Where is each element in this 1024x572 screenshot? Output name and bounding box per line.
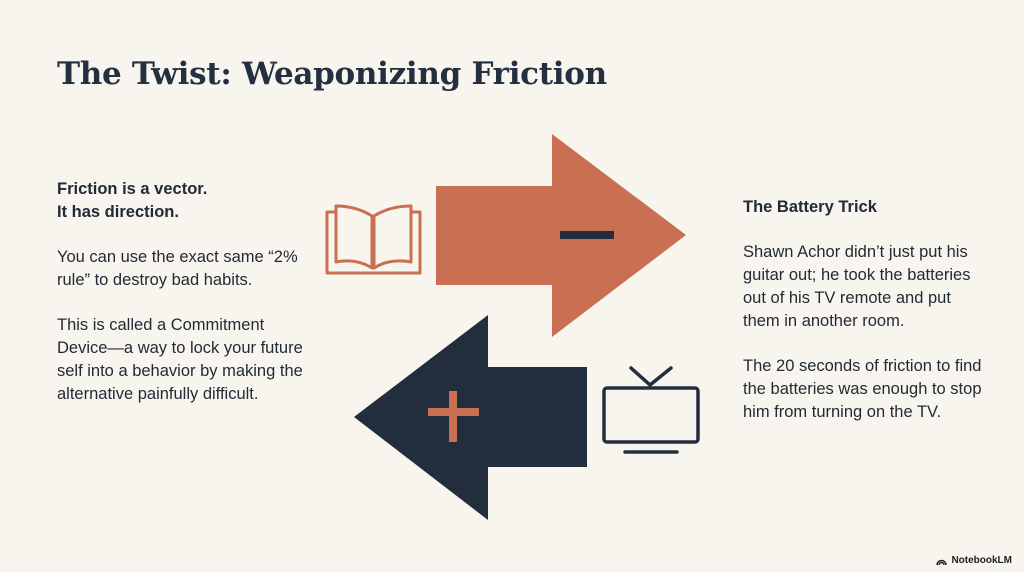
minus-sign — [560, 231, 614, 239]
right-text-column: The Battery Trick Shawn Achor didn’t jus… — [743, 196, 983, 446]
left-paragraph-1: You can use the exact same “2% rule” to … — [57, 248, 298, 289]
book-icon — [325, 204, 422, 275]
left-text-column: Friction is a vector. It has direction. Y… — [57, 178, 307, 428]
left-heading-line2: It has direction. — [57, 203, 179, 221]
plus-sign — [428, 391, 479, 442]
right-paragraph-2: The 20 seconds of friction to find the b… — [743, 357, 982, 421]
slide-title: The Twist: Weaponizing Friction — [57, 56, 607, 92]
brand-watermark: NotebookLM — [936, 555, 1012, 566]
left-paragraph-2: This is called a Commitment Device—a way… — [57, 316, 303, 403]
left-arrow-navy — [354, 315, 587, 520]
left-heading-line1: Friction is a vector. — [57, 180, 208, 198]
left-heading: Friction is a vector. It has direction. — [57, 178, 307, 224]
right-heading: The Battery Trick — [743, 198, 877, 216]
brand-label: NotebookLM — [951, 555, 1012, 566]
notebooklm-logo-icon — [936, 559, 948, 565]
right-paragraph-1: Shawn Achor didn’t just put his guitar o… — [743, 243, 971, 330]
tv-icon — [602, 366, 700, 454]
